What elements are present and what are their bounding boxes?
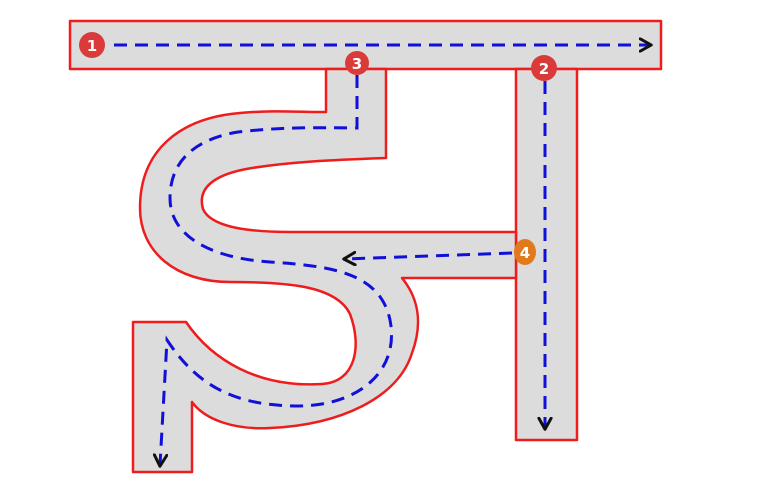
step-badge-2-label: 2 <box>539 60 549 78</box>
letter-outline <box>68 19 663 474</box>
step-badge-1-circle <box>79 32 105 58</box>
step-badge-2-circle <box>531 55 557 81</box>
step-badge-1: 1 <box>79 32 105 58</box>
stroke-path-3 <box>160 75 393 465</box>
curved-body-shape <box>131 67 518 474</box>
guide-strokes <box>114 45 650 465</box>
step-badge-1-label: 1 <box>87 37 97 55</box>
step-badge-3: 3 <box>345 51 369 75</box>
step-badge-4: 4 <box>514 239 536 265</box>
step-badge-4-label: 4 <box>520 244 530 262</box>
step-badge-3-label: 3 <box>352 55 362 73</box>
step-badge-2: 2 <box>531 55 557 81</box>
step-badge-4-circle <box>514 239 536 265</box>
top-bar-shape <box>68 19 663 71</box>
step-badge-3-circle <box>345 51 369 75</box>
stroke-path-4 <box>345 253 513 259</box>
